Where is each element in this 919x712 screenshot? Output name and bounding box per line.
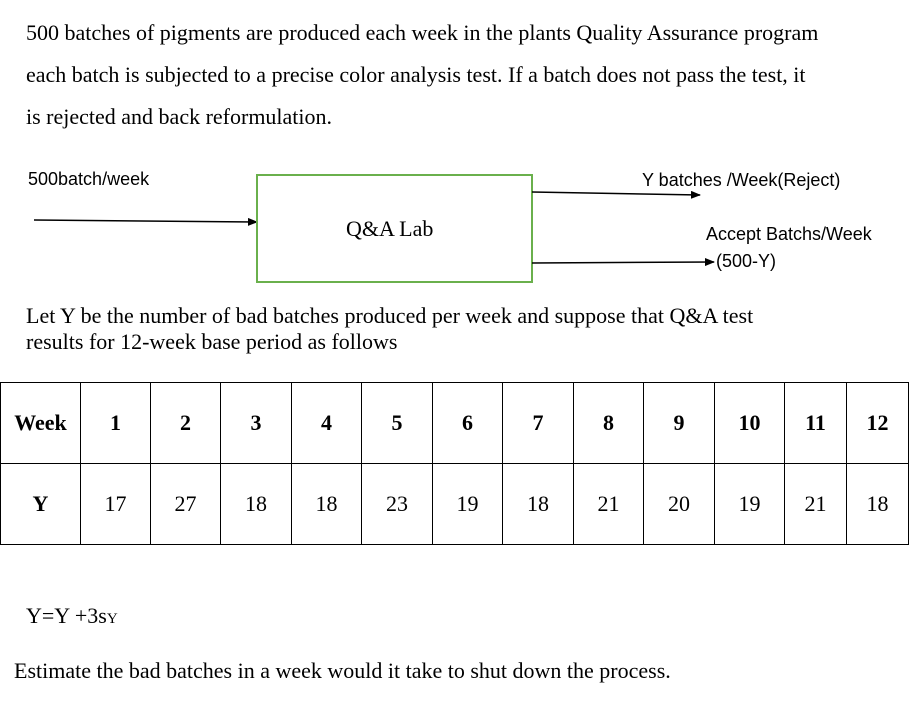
reject-rate-label: Y batches /Week(Reject) bbox=[642, 170, 841, 190]
problem-line-1: 500 batches of pigments are produced eac… bbox=[26, 20, 819, 45]
data-intro-line-2: results for 12-week base period as follo… bbox=[26, 329, 398, 354]
y-value-cell: 18 bbox=[502, 463, 574, 545]
table-row: Week 1 2 3 4 5 6 7 8 9 10 11 12 bbox=[0, 382, 909, 464]
y-value-cell: 18 bbox=[291, 463, 362, 545]
y-value-cell: 20 bbox=[643, 463, 715, 545]
y-value-cell: 19 bbox=[432, 463, 503, 545]
data-intro: Let Y be the number of bad batches produ… bbox=[26, 303, 753, 355]
formula-text: Y=Y +3s bbox=[26, 603, 107, 628]
week-cell: 8 bbox=[573, 382, 644, 464]
reject-arrow bbox=[531, 190, 701, 199]
week-cell: 12 bbox=[846, 382, 909, 464]
week-cell: 5 bbox=[361, 382, 433, 464]
data-intro-line-1: Let Y be the number of bad batches produ… bbox=[26, 303, 754, 328]
y-value-cell: 27 bbox=[150, 463, 221, 545]
question-text: Estimate the bad batches in a week would… bbox=[14, 658, 671, 683]
week-cell: 10 bbox=[714, 382, 785, 464]
row-header-y: Y bbox=[0, 463, 81, 545]
y-value-cell: 19 bbox=[714, 463, 785, 545]
weekly-data-table: Week 1 2 3 4 5 6 7 8 9 10 11 12 Y 17 27 … bbox=[0, 382, 909, 545]
y-value-cell: 21 bbox=[573, 463, 644, 545]
accept-arrow bbox=[531, 258, 715, 267]
week-cell: 11 bbox=[784, 382, 847, 464]
control-limit-formula: Y=Y +3sY bbox=[26, 603, 118, 629]
week-cell: 4 bbox=[291, 382, 362, 464]
accept-rate-formula: (500-Y) bbox=[716, 251, 777, 271]
week-cell: 3 bbox=[220, 382, 292, 464]
table-row: Y 17 27 18 18 23 19 18 21 20 19 21 18 bbox=[0, 463, 909, 545]
week-cell: 9 bbox=[643, 382, 715, 464]
week-cell: 7 bbox=[502, 382, 574, 464]
y-value-cell: 21 bbox=[784, 463, 847, 545]
week-cell: 6 bbox=[432, 382, 503, 464]
qa-lab-label: Q&A Lab bbox=[346, 216, 434, 241]
row-header-week: Week bbox=[0, 382, 81, 464]
y-value-cell: 18 bbox=[846, 463, 909, 545]
y-value-cell: 23 bbox=[361, 463, 433, 545]
qa-lab-box bbox=[256, 174, 533, 283]
y-value-cell: 17 bbox=[80, 463, 151, 545]
formula-subscript: Y bbox=[106, 611, 118, 627]
week-cell: 2 bbox=[150, 382, 221, 464]
accept-rate-label: Accept Batchs/Week bbox=[706, 224, 872, 244]
week-cell: 1 bbox=[80, 382, 151, 464]
problem-line-2: each batch is subjected to a precise col… bbox=[26, 62, 806, 87]
input-arrow bbox=[33, 217, 258, 226]
problem-line-3: is rejected and back reformulation. bbox=[26, 104, 333, 129]
y-value-cell: 18 bbox=[220, 463, 292, 545]
problem-statement: 500 batches of pigments are produced eac… bbox=[26, 12, 906, 138]
input-rate-label: 500batch/week bbox=[28, 169, 150, 189]
